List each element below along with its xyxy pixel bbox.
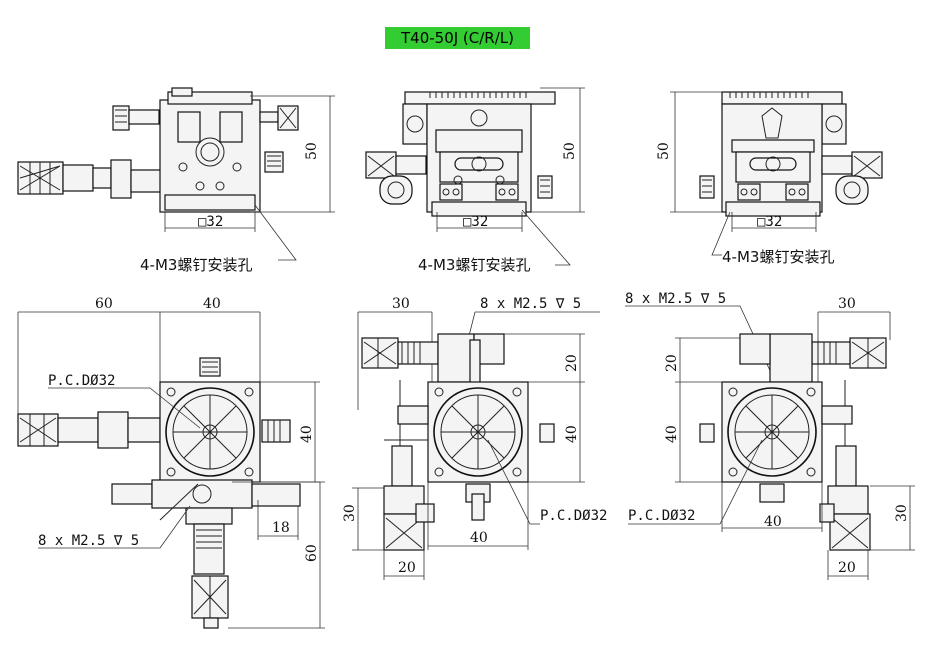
top-left-dim-a: 60 (95, 296, 113, 312)
front-left-mount-note: 4-M3螺钉安装孔 (140, 256, 252, 274)
front-view-left: 50 □32 4-M3螺钉安装孔 (17, 87, 335, 274)
top-left-dim-b: 40 (203, 296, 221, 312)
front-view-middle: 50 □32 4-M3螺钉安装孔 (365, 87, 585, 274)
top-left-pcd: P.C.DØ32 (48, 373, 115, 389)
stage-body (159, 99, 261, 213)
front-middle-mount-note: 4-M3螺钉安装孔 (418, 256, 530, 274)
front-left-square: □32 (198, 214, 223, 230)
top-right-dim-40v: 40 (664, 425, 680, 443)
top-middle-dim-20v: 20 (564, 354, 580, 372)
top-right-dim-30v: 30 (894, 504, 910, 522)
top-middle-pcd: P.C.DØ32 (540, 508, 607, 524)
top-middle-thread: 8 x M2.5 ∇ 5 (480, 296, 581, 312)
top-middle-dim-30v: 30 (342, 504, 358, 522)
top-left-dim-side: 40 (299, 425, 315, 443)
top-middle-dim-a: 30 (392, 296, 410, 312)
top-left-dim-bottom: 60 (304, 544, 320, 562)
front-right-mount-note: 4-M3螺钉安装孔 (722, 248, 834, 266)
top-view-middle: 30 8 x M2.5 ∇ 5 20 40 30 P.C.D (342, 296, 607, 580)
top-right-dim-a: 30 (838, 296, 856, 312)
top-view-right: 8 x M2.5 ∇ 5 30 20 40 P.C.DØ32 (625, 291, 915, 580)
top-middle-dim-40v: 40 (564, 425, 580, 443)
top-middle-dim-40h: 40 (470, 530, 488, 546)
front-right-square: □32 (757, 214, 782, 230)
drawing-title: T40-50J (C/R/L) (385, 27, 530, 49)
front-middle-square: □32 (463, 214, 488, 230)
top-left-dim-18: 18 (272, 520, 290, 536)
front-left-height: 50 (304, 142, 320, 160)
top-middle-dim-20h: 20 (398, 560, 416, 576)
top-right-dim-20h: 20 (838, 560, 856, 576)
top-right-dim-40h: 40 (764, 514, 782, 530)
top-left-thread: 8 x M2.5 ∇ 5 (38, 533, 139, 549)
top-view-left: 60 40 40 18 60 (17, 296, 325, 629)
front-right-height: 50 (656, 142, 672, 160)
top-right-pcd: P.C.DØ32 (628, 508, 695, 524)
front-middle-height: 50 (562, 142, 578, 160)
top-right-dim-20v: 20 (664, 354, 680, 372)
top-right-thread: 8 x M2.5 ∇ 5 (625, 291, 726, 307)
front-view-right: 50 □32 4-M3螺钉安装孔 (656, 91, 883, 266)
